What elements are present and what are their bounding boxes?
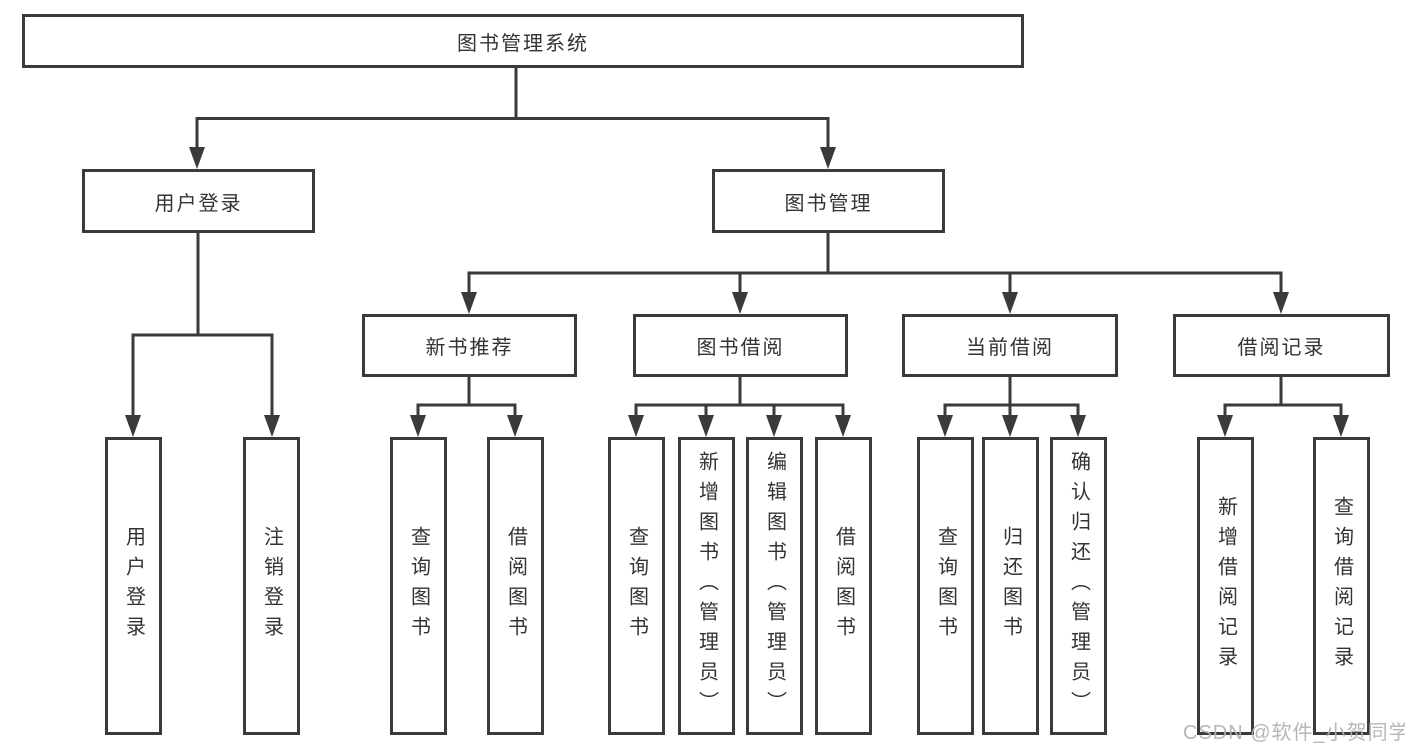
arrowhead-down-icon: [410, 415, 426, 437]
node-borrow-records-label: 借阅记录: [1237, 337, 1326, 359]
node-leaf-query-borrow-record: 查询借阅记录: [1313, 437, 1370, 735]
node-library-management-system-label: 图书管理系统: [457, 32, 589, 55]
node-new-book-recommend: 新书推荐: [362, 314, 577, 377]
arrowhead-down-icon: [835, 415, 851, 437]
node-leaf-add-borrow-record: 新增借阅记录: [1197, 437, 1254, 735]
arrowhead-down-icon: [264, 415, 280, 437]
node-user-login-label: 用户登录: [154, 192, 243, 215]
node-leaf-borrow-query-books-label: 查询图书: [625, 526, 648, 646]
node-leaf-query-borrow-record-label: 查询借阅记录: [1330, 496, 1353, 676]
node-leaf-edit-books-admin: 编辑图书（管理员）: [746, 437, 803, 735]
node-leaf-borrow-books-label: 借阅图书: [832, 526, 855, 646]
arrowhead-down-icon: [732, 292, 748, 314]
node-leaf-recommend-borrow-books: 借阅图书: [487, 437, 544, 735]
node-leaf-recommend-borrow-books-label: 借阅图书: [504, 526, 527, 646]
node-book-management-label: 图书管理: [784, 192, 873, 215]
arrowhead-down-icon: [125, 415, 141, 437]
arrowhead-down-icon: [1002, 415, 1018, 437]
node-leaf-current-query-books-label: 查询图书: [934, 526, 957, 646]
node-borrow-records: 借阅记录: [1173, 314, 1390, 377]
arrowhead-down-icon: [698, 415, 714, 437]
node-leaf-return-books-label: 归还图书: [999, 526, 1022, 646]
arrowhead-down-icon: [1333, 415, 1349, 437]
node-leaf-edit-books-admin-label: 编辑图书（管理员）: [763, 451, 786, 721]
arrowhead-down-icon: [820, 147, 836, 169]
node-current-borrow: 当前借阅: [902, 314, 1118, 377]
node-leaf-add-borrow-record-label: 新增借阅记录: [1214, 496, 1237, 676]
arrowhead-down-icon: [766, 415, 782, 437]
node-book-management: 图书管理: [712, 169, 945, 233]
arrowhead-down-icon: [937, 415, 953, 437]
arrowhead-down-icon: [1070, 415, 1086, 437]
node-user-login: 用户登录: [82, 169, 315, 233]
node-leaf-confirm-return-admin: 确认归还（管理员）: [1050, 437, 1107, 735]
node-leaf-borrow-query-books: 查询图书: [608, 437, 665, 735]
node-leaf-recommend-query-books-label: 查询图书: [407, 526, 430, 646]
node-leaf-return-books: 归还图书: [982, 437, 1039, 735]
node-current-borrow-label: 当前借阅: [966, 337, 1054, 359]
arrowhead-down-icon: [189, 147, 205, 169]
node-leaf-recommend-query-books: 查询图书: [390, 437, 447, 735]
node-leaf-borrow-books: 借阅图书: [815, 437, 872, 735]
node-book-borrow: 图书借阅: [633, 314, 848, 377]
arrowhead-down-icon: [1002, 292, 1018, 314]
node-new-book-recommend-label: 新书推荐: [425, 337, 514, 359]
node-book-borrow-label: 图书借阅: [696, 337, 785, 359]
arrowhead-down-icon: [461, 292, 477, 314]
node-leaf-logout-label: 注销登录: [260, 526, 283, 646]
arrowhead-down-icon: [628, 415, 644, 437]
csdn-watermark: CSDN @软件_小贺同学: [1183, 722, 1405, 744]
node-leaf-confirm-return-admin-label: 确认归还（管理员）: [1067, 451, 1090, 721]
arrowhead-down-icon: [1217, 415, 1233, 437]
node-leaf-current-query-books: 查询图书: [917, 437, 974, 735]
node-leaf-user-login: 用户登录: [105, 437, 162, 735]
node-leaf-add-books-admin: 新增图书（管理员）: [678, 437, 735, 735]
arrowhead-down-icon: [507, 415, 523, 437]
node-leaf-add-books-admin-label: 新增图书（管理员）: [695, 451, 718, 721]
arrowhead-down-icon: [1273, 292, 1289, 314]
node-library-management-system: 图书管理系统: [22, 14, 1024, 68]
node-leaf-user-login-label: 用户登录: [122, 526, 145, 646]
node-leaf-logout: 注销登录: [243, 437, 300, 735]
